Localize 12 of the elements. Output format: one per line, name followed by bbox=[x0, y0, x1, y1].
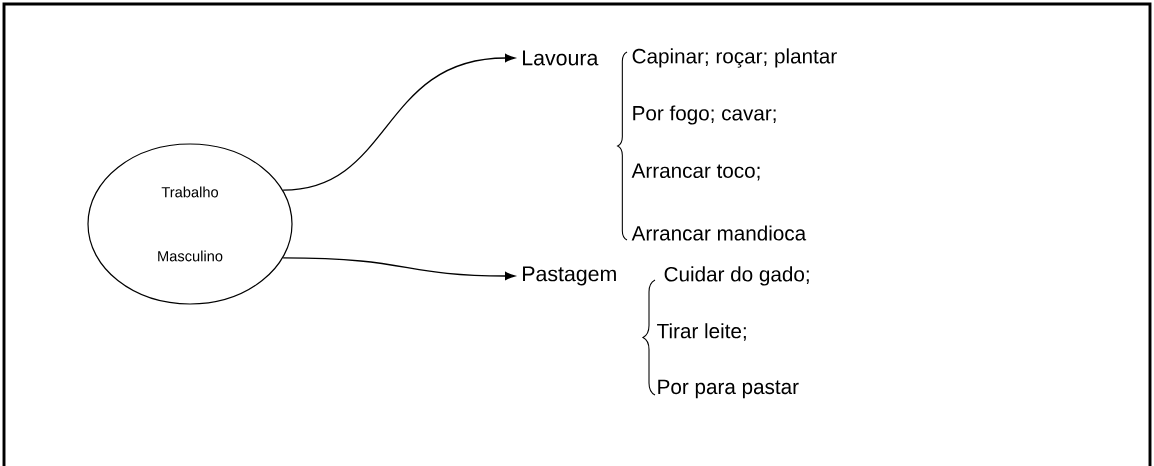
list-item: Capinar; roçar; plantar bbox=[632, 48, 837, 68]
list-item: Arrancar toco; bbox=[631, 163, 760, 181]
arrow bbox=[282, 257, 515, 281]
list-item: Por para pastar bbox=[658, 379, 799, 399]
list-item: Por fogo; cavar; bbox=[633, 105, 776, 125]
arrow bbox=[282, 53, 515, 191]
list-item: Tirar leite; bbox=[657, 323, 746, 341]
ellipse-node: Trabalho Masculino bbox=[87, 143, 293, 305]
topic-label: Lavoura bbox=[523, 50, 599, 66]
list-item: Arrancar mandioca bbox=[631, 225, 807, 241]
list-item: Cuidar do gado; bbox=[664, 266, 809, 286]
topic-label: Pastagem bbox=[523, 266, 616, 286]
